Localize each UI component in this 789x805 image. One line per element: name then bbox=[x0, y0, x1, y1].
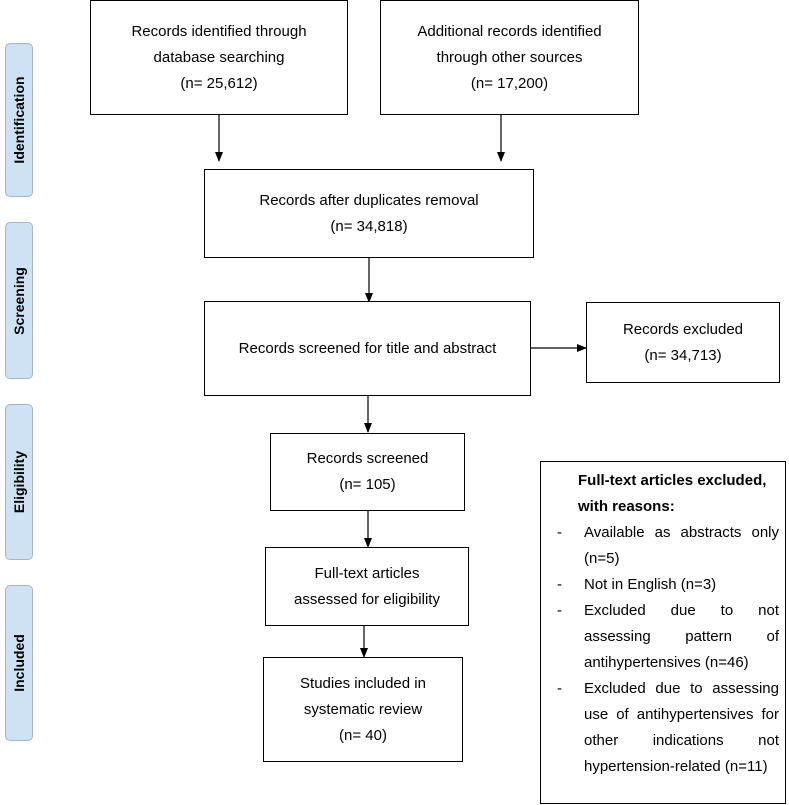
excluded-count: (n= 34,713) bbox=[644, 346, 722, 364]
exclusion-reason-item: Excluded due to assessing use of antihyp… bbox=[541, 676, 787, 780]
duplicates-line1: Records after duplicates removal bbox=[259, 191, 479, 209]
included-line2: systematic review bbox=[303, 700, 423, 718]
box-fulltext-assessed: Full-text articles assessed for eligibil… bbox=[265, 547, 469, 626]
exclusion-reason-item: Available as abstracts only (n=5) bbox=[541, 520, 787, 572]
other-line1: Additional records identified bbox=[417, 22, 602, 40]
phase-included: Included bbox=[5, 585, 33, 741]
included-count: (n= 40) bbox=[339, 726, 387, 744]
exclusion-reason-list: Available as abstracts only (n=5) Not in… bbox=[541, 520, 787, 780]
exclusions-heading: Full-text articles excluded, with reason… bbox=[578, 472, 767, 515]
screened-title-line1: Records screened for title and abstract bbox=[238, 339, 497, 357]
phase-screening: Screening bbox=[5, 222, 33, 379]
box-duplicates-removed: Records after duplicates removal (n= 34,… bbox=[204, 169, 534, 258]
exclusion-reason-item: Not in English (n=3) bbox=[541, 572, 787, 598]
excluded-line1: Records excluded bbox=[622, 320, 744, 338]
box-other-sources: Additional records identified through ot… bbox=[380, 0, 639, 115]
screened-count: (n= 105) bbox=[339, 476, 396, 493]
other-line2: through other sources bbox=[436, 48, 583, 66]
included-line1: Studies included in bbox=[300, 674, 426, 692]
fulltext-line2: assessed for eligibility bbox=[294, 590, 440, 608]
database-line2: database searching bbox=[153, 48, 285, 66]
box-database-search: Records identified through database sear… bbox=[90, 0, 348, 115]
fulltext-line1: Full-text articles bbox=[314, 564, 420, 582]
box-screened-title-abstract: Records screened for title and abstract bbox=[204, 301, 531, 396]
box-fulltext-excluded-reasons: Full-text articles excluded, with reason… bbox=[540, 461, 786, 804]
duplicates-count: (n= 34,818) bbox=[330, 217, 408, 235]
screened-line1: Records screened bbox=[306, 450, 429, 467]
phase-identification: Identification bbox=[5, 43, 33, 197]
database-count: (n= 25,612) bbox=[180, 74, 258, 92]
box-records-screened: Records screened (n= 105) bbox=[270, 433, 465, 511]
box-studies-included: Studies included in systematic review (n… bbox=[263, 657, 463, 762]
phase-eligibility: Eligibility bbox=[5, 404, 33, 560]
box-records-excluded: Records excluded (n= 34,713) bbox=[586, 302, 780, 383]
database-line1: Records identified through bbox=[131, 22, 307, 40]
exclusion-reason-item: Excluded due to not assessing pattern of… bbox=[541, 598, 787, 676]
other-count: (n= 17,200) bbox=[470, 74, 549, 92]
